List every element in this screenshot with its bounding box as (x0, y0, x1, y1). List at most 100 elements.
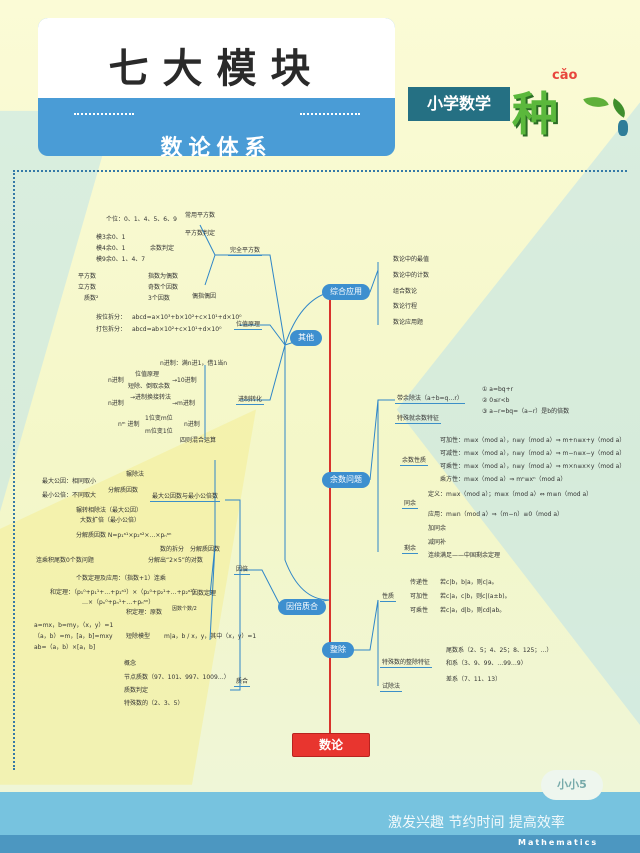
node-weizhiyuanli: 位值原理 (234, 321, 263, 330)
text-3geyinshu: 3个因数 (148, 295, 170, 302)
raindrop-icon (618, 120, 628, 136)
text-jidingli-frac: 因数个数/2 (172, 606, 197, 612)
watermark-text: 激发兴趣 节约时间 提高效率 (388, 815, 565, 831)
text-anweichaifen: 按位拆分： (96, 314, 127, 321)
frame-dotted-top (13, 170, 627, 174)
formula-chuandixing: 若c|b，b|a，则c|a。 (440, 579, 498, 586)
text-hedingli: 和定理：（p₁⁰+p₁¹+…+p₁ᵃ¹）×（p₂⁰+p₂¹+…+p₂ᵃ²） (50, 589, 199, 596)
branch-yinbeizhihe[interactable]: 因倍质合 (278, 599, 326, 615)
text-qishugeyinshu: 奇数个因数 (148, 284, 179, 291)
text-teshushu: 特殊数的（2、3、5） (124, 700, 184, 707)
zonghe-item: 数论中的最值 (393, 256, 430, 263)
text-duanchu: 短除、倒取余数 (128, 383, 171, 390)
text-n-jinzhi-3: n进制 (184, 421, 200, 428)
text-zhishupanding: 质数判定 (124, 687, 149, 694)
branch-yinbeizhihe-label: 因倍质合 (286, 602, 318, 611)
text-zhishu-square: 质数² (84, 295, 99, 302)
text-yushupanding: 余数判定 (150, 245, 175, 252)
text-dabaochaifen: 打包拆分： (96, 326, 127, 333)
formula-kechengxing-zc: 若c|a，d|b，则cd|ab。 (440, 607, 506, 614)
text-zhuanhua-b: （a，b）=m，[a，b]=mxy (34, 633, 113, 640)
text-zhuanhua-a: a=mx，b=my，（x，y）=1 (34, 622, 114, 629)
zonghe-item: 数论应用题 (393, 319, 424, 326)
text-n-jinzhi-2: n进制 (108, 400, 124, 407)
text-weishuxi: 尾数系（2、5；4、25；8、125；…） (446, 647, 553, 654)
frame-dotted-left (13, 170, 17, 770)
text-dashukuobei: 大数扩倍（最小公倍） (80, 517, 141, 524)
formula-dabao: abcd=ab×10²+c×10¹+d×10⁰ (132, 326, 222, 333)
root-node[interactable]: 数论 (292, 733, 370, 757)
footer-mathematics: Mathematics (518, 838, 599, 847)
title-dots-right (300, 113, 360, 117)
brand-label: 小学数学 (408, 87, 510, 121)
node-shengyu: 剩余 (402, 545, 419, 554)
text-kechengxing-zc: 可乘性 (410, 607, 429, 614)
node-xingzhi: 性质 (380, 593, 397, 602)
text-shudechaifen: 数的拆分 (160, 546, 185, 553)
node-yinbei: 因倍 (234, 566, 251, 575)
text-r1: ① a=bq+r (482, 386, 514, 393)
text-plus10: →10进制 (172, 377, 197, 384)
text-dingyi: 定义：m≡x（mod a）；m≡x（mod a）⇔ m≡n（mod a） (428, 491, 593, 498)
node-zhihe: 质合 (234, 678, 251, 687)
zonghe-item: 数论中的计数 (393, 272, 430, 279)
text-duanchumoxing: 短除模型 (126, 633, 151, 640)
text-mwei: m位变1位 (145, 428, 173, 435)
text-n-rule: n进制：满n进1，借1当n (160, 360, 228, 367)
node-yinshudingli: 因数定理 (192, 590, 217, 597)
text-fenjiezhiyinshu: 分解质因数 (108, 487, 139, 494)
node-gongyin-gongbei: 最大公因数与最小公倍数 (150, 493, 221, 502)
text-zhuanhua-c: ab=（a，b）×[a，b] (34, 644, 96, 651)
text-geshudingli: 个数定理及应用：（指数+1）连乘 (76, 575, 166, 582)
branch-zongheyingyong-label: 综合应用 (330, 287, 362, 296)
text-kejiaxing-zc: 可加性 (410, 593, 429, 600)
title-dots-left (74, 113, 134, 117)
node-yushuxingzhi: 余数性质 (400, 457, 429, 466)
text-jinwei: →进制换接转法 (130, 394, 172, 401)
node-teshushuzhengchu: 特殊数的整除特征 (380, 659, 433, 668)
branch-zhengchu[interactable]: 整除 (322, 642, 354, 658)
text-gewei: 个位：0、1、4、5、6、9 (106, 216, 177, 223)
title-card: 七大模块 数论体系 (38, 18, 395, 161)
text-changyong: 常用平方数 (185, 212, 216, 219)
text-mo3: 模3余0、1 (96, 234, 126, 241)
text-pingfangpanding: 平方数判定 (185, 230, 216, 237)
formula-duanchumoxing: m|a，b / x，y，其中（x，y）=1 (164, 633, 257, 640)
text-nm-jinzhi: nᵐ 进制 (118, 421, 140, 428)
branch-yushuwenti[interactable]: 余数问题 (322, 472, 370, 488)
branch-zongheyingyong[interactable]: 综合应用 (322, 284, 370, 300)
formula-fenjie: 分解质因数 N=p₁ᵃ¹×p₂ᵃ²×…×pₙᵃⁿ (76, 532, 172, 539)
daiyu-label: 带余除法 (397, 395, 422, 402)
text-jiantongbu: 减同补 (428, 539, 447, 546)
node-teshuyushu: 特殊就余数特征 (395, 415, 442, 424)
text-hedingli-2: …×（pₙ⁰+pₙ¹+…+pₙᵃⁿ） (82, 599, 155, 606)
text-jiatongyu: 加同余 (428, 525, 447, 532)
text-gainian: 概念 (124, 660, 137, 667)
branch-qita[interactable]: 其他 (290, 330, 322, 346)
text-chuandixing: 传递性 (410, 579, 429, 586)
text-mo9: 模9余0、1、4、7 (96, 256, 146, 263)
node-tongyu: 同余 (402, 500, 419, 509)
text-jiedianzhishu: 节点质数（97、101、997、1009…） (124, 674, 230, 681)
daiyu-formula: （a÷b=q…r） (421, 395, 463, 402)
node-jinzhizhuanhua: 进制转化 (236, 396, 265, 405)
text-zuixiaogongbei: 最小公倍：不同取大 (42, 492, 97, 499)
text-zuidagongyin: 最大公因：相同取小 (42, 478, 97, 485)
text-fenjie25: 分解出“2×5”的对数 (148, 557, 203, 564)
text-hexi: 和系（3、9、99、…99…9） (446, 660, 527, 667)
node-shichufa: 试除法 (380, 683, 403, 692)
text-lianxumanzu: 连续满足——中国剩余定理 (428, 552, 501, 559)
text-lianchenji: 连乘积尾数0个数问题 (36, 557, 94, 564)
branch-zhengchu-label: 整除 (330, 645, 346, 654)
footer-strip (0, 835, 640, 853)
zonghe-item: 组合数论 (393, 288, 418, 295)
text-lifangshu: 立方数 (78, 284, 97, 291)
text-r3: ③ a−r=bq=（a−r）是b的倍数 (482, 408, 570, 415)
node-wanquanpingfangshu: 完全平方数 (228, 247, 263, 256)
trunk-line (329, 285, 331, 735)
title-card-top (38, 18, 395, 98)
branch-qita-label: 其他 (298, 333, 314, 342)
text-zhishuweioushu: 指数为偶数 (148, 273, 179, 280)
